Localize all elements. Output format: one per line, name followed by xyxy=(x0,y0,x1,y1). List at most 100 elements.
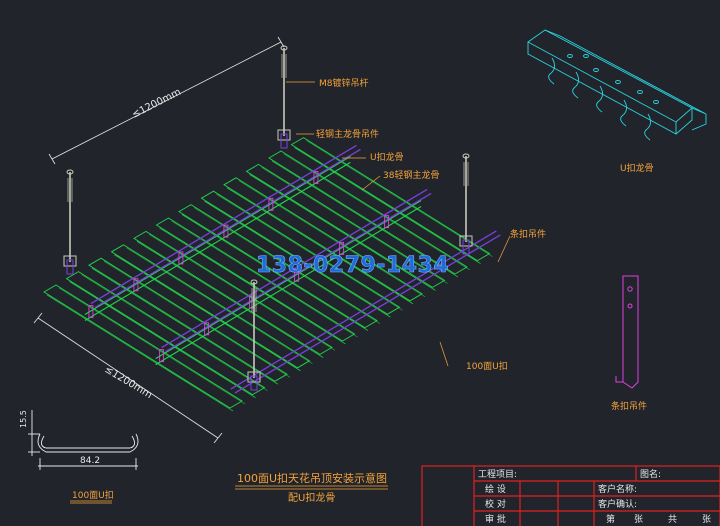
main-keel-hanger xyxy=(277,129,291,141)
ceiling-strip xyxy=(178,204,381,331)
clip-hanger-detail-label: 条扣吊件 xyxy=(611,400,647,412)
main-hanger-label: 轻钢主龙骨吊件 xyxy=(316,128,379,140)
ceiling-strip xyxy=(200,190,403,318)
clip-hanger xyxy=(294,268,300,282)
clip-hanger xyxy=(178,251,184,265)
u-clip-keel xyxy=(155,206,422,366)
clip-hanger xyxy=(268,197,274,211)
strip-edge xyxy=(261,167,448,284)
ceiling-strip xyxy=(43,284,246,412)
project-label: 工程项目: xyxy=(478,469,517,480)
rod-label: M8镀锌吊杆 xyxy=(319,77,369,89)
strip-face xyxy=(268,150,468,275)
strip-edge xyxy=(159,227,346,345)
rod-cap xyxy=(66,169,74,175)
main-keel-hanger-plate xyxy=(250,375,258,391)
clip-hanger xyxy=(384,215,390,229)
main-keel-hanger xyxy=(247,371,261,383)
title-block xyxy=(421,465,720,526)
strip-face xyxy=(65,271,266,396)
ceiling-strip xyxy=(245,163,448,291)
hanger-rod xyxy=(277,45,291,149)
client-name-label: 客户名称: xyxy=(598,483,637,495)
clip-hanger xyxy=(313,171,319,184)
ceiling-strip xyxy=(110,244,313,372)
approved-label: 审 批 xyxy=(485,513,506,525)
strip-face xyxy=(110,244,311,369)
side-span-dimension xyxy=(33,312,223,444)
strip-edge xyxy=(193,207,381,324)
strip-edge xyxy=(148,234,336,351)
sheet-unit-label: 张 xyxy=(634,514,643,525)
top-span-dimension xyxy=(48,36,285,165)
clip-hanger-label: 条扣吊件 xyxy=(510,228,546,240)
ceiling-strip xyxy=(155,217,358,345)
strip-face xyxy=(88,257,288,382)
hanger-rod xyxy=(63,169,77,275)
main-keel xyxy=(161,188,428,349)
strip-edge xyxy=(171,220,358,338)
keel-layer xyxy=(84,144,501,394)
sheet-total-label: 共 xyxy=(668,514,677,525)
strip-face xyxy=(133,230,333,355)
main-keel-label: 38轻钢主龙骨 xyxy=(383,169,439,181)
clip-hanger xyxy=(133,278,139,292)
drawn-label: 绘 设 xyxy=(485,483,506,495)
strip-edge xyxy=(226,187,414,305)
ceiling-strip xyxy=(268,150,471,278)
main-keel-hanger xyxy=(63,255,77,267)
profile-width-dim: 84.2 xyxy=(80,456,100,466)
u-keel-detail-label: U扣龙骨 xyxy=(620,162,654,174)
profile-height-dim: 15.5 xyxy=(19,410,28,428)
u-clip-keel xyxy=(84,161,351,321)
top-span-label: ≤1200mm xyxy=(130,87,182,121)
strip-label: 100面U扣 xyxy=(466,360,508,372)
client-confirm-label: 客户确认: xyxy=(598,498,637,510)
strip-edge xyxy=(238,180,426,298)
strip-edge xyxy=(306,140,493,257)
ceiling-strip xyxy=(88,257,291,385)
clip-hanger xyxy=(339,241,345,255)
ceiling-strip xyxy=(290,137,493,264)
ceiling-strips xyxy=(43,137,493,412)
ceiling-strip xyxy=(223,177,426,305)
main-keel-hanger-plate xyxy=(280,133,288,149)
drawing-name-label: 图名: xyxy=(640,468,661,480)
phone-watermark: 138-0279-1434 xyxy=(256,253,449,278)
clip-hanger xyxy=(88,305,94,318)
strip-edge xyxy=(216,193,403,311)
rod-cap xyxy=(280,45,288,51)
u-keel-label: U扣龙骨 xyxy=(370,151,404,163)
strip-face xyxy=(200,190,401,315)
strip-edge xyxy=(91,267,279,385)
clip-hanger-detail xyxy=(615,275,639,389)
u-keel-notches xyxy=(548,57,651,141)
strip-edge xyxy=(283,153,471,271)
profile-caption: 100面U扣 xyxy=(72,489,114,501)
strip-face xyxy=(290,137,491,262)
strip-edge xyxy=(114,254,301,372)
hanger-rod xyxy=(459,153,473,255)
strip-edge xyxy=(58,287,246,405)
strip-profile-section xyxy=(28,410,139,470)
strip-face xyxy=(223,177,423,302)
clip-hanger xyxy=(223,224,229,238)
strip-edge xyxy=(249,174,436,291)
strip-edge xyxy=(271,160,459,278)
main-keel xyxy=(90,144,357,305)
drawing-title: 100面U扣天花吊顶安装示意图 xyxy=(237,471,387,485)
strip-edge xyxy=(136,241,324,358)
strip-face xyxy=(178,204,378,329)
clip-hanger xyxy=(159,349,165,363)
strip-edge xyxy=(294,147,481,264)
callout-leaders xyxy=(286,81,511,367)
hanger-rods xyxy=(63,45,473,391)
hanger-rod xyxy=(247,279,261,391)
sheet-unit2-label: 张 xyxy=(702,514,711,525)
strip-edge xyxy=(204,200,391,318)
main-keel xyxy=(234,234,501,394)
strip-edge xyxy=(69,281,256,398)
main-keel-hanger-plate xyxy=(66,259,74,275)
strip-face xyxy=(155,217,356,342)
